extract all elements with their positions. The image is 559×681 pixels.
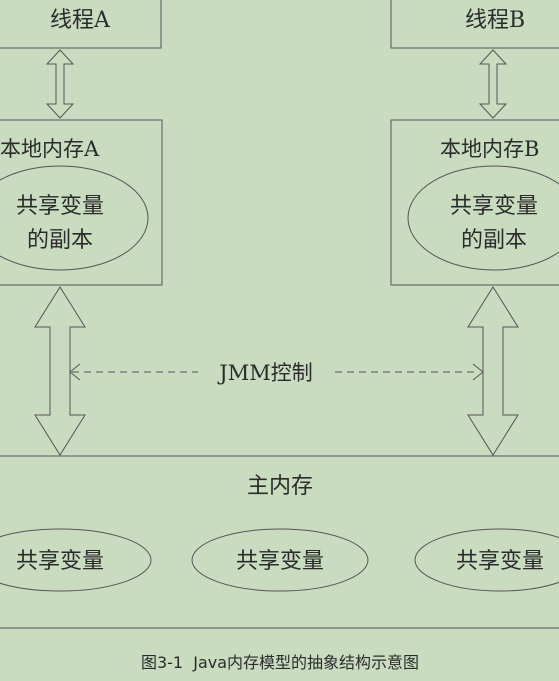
jmm-control-left-arrowhead bbox=[69, 363, 81, 381]
thread-a-label: 线程A bbox=[50, 8, 111, 33]
local-memory-a-copy-ellipse bbox=[0, 165, 149, 271]
local-memory-a-copy-line2: 的副本 bbox=[27, 228, 93, 253]
main-shared-variable-2-ellipse bbox=[191, 528, 369, 592]
local-memory-b-copy-line2: 的副本 bbox=[461, 228, 527, 253]
main-shared-variable-1: 共享变量 bbox=[16, 549, 104, 574]
main-shared-variable-1-ellipse bbox=[0, 528, 152, 592]
thread-a-sync-arrow bbox=[45, 49, 75, 119]
thread-b-box bbox=[390, 0, 559, 49]
local-memory-b-title: 本地内存B bbox=[440, 137, 539, 161]
local-memory-a-copy-line1: 共享变量 bbox=[16, 194, 104, 219]
local-memory-b-box bbox=[390, 119, 559, 286]
local-memory-b-copy-line1: 共享变量 bbox=[450, 194, 538, 219]
thread-b-sync-arrow bbox=[478, 49, 508, 119]
main-memory-box bbox=[0, 455, 559, 629]
main-memory-title: 主内存 bbox=[247, 474, 313, 499]
thread-a-box bbox=[0, 0, 162, 49]
memory-b-main-arrow bbox=[467, 286, 519, 456]
local-memory-a-box bbox=[0, 119, 163, 286]
figure-caption: 图3-1 Java内存模型的抽象结构示意图 bbox=[141, 653, 419, 672]
jmm-control-right-arrowhead bbox=[472, 363, 484, 381]
main-shared-variable-3: 共享变量 bbox=[456, 549, 544, 574]
local-memory-a-title: 本地内存A bbox=[0, 137, 100, 161]
local-memory-b-copy-ellipse bbox=[407, 165, 559, 271]
main-shared-variable-2: 共享变量 bbox=[236, 549, 324, 574]
jmm-control-label: JMM控制 bbox=[217, 361, 312, 385]
thread-b-label: 线程B bbox=[465, 8, 525, 33]
main-shared-variable-3-ellipse bbox=[414, 528, 559, 592]
memory-a-main-arrow bbox=[34, 286, 86, 456]
